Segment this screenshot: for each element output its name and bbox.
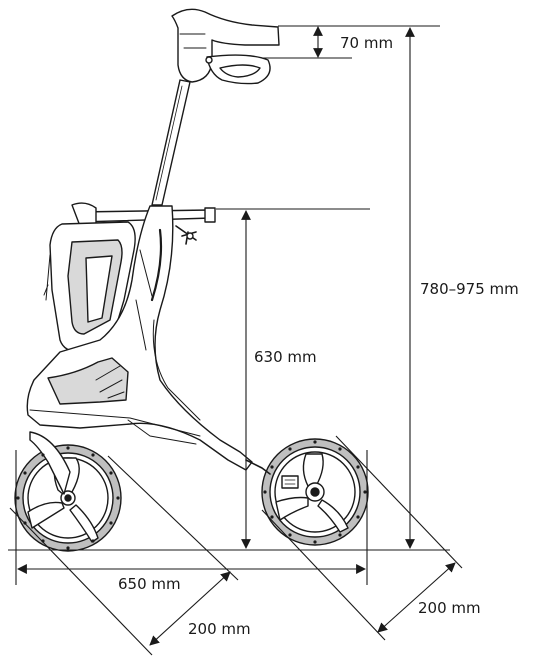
dim-line-rear-wheel <box>149 571 231 646</box>
label-front-wheel-diameter: 200 mm <box>418 599 481 617</box>
label-seat-height: 630 mm <box>254 348 317 366</box>
label-total-height: 780–975 mm <box>420 280 519 298</box>
handle-grip <box>171 8 280 83</box>
side-frame-loop <box>43 221 136 353</box>
dim-line-front-wheel <box>377 562 456 633</box>
label-handle-adjust: 70 mm <box>340 34 394 52</box>
main-frame <box>26 205 253 471</box>
rollator-illustration <box>14 8 369 552</box>
ext-rear-wheel-b <box>9 507 153 656</box>
label-wheelbase: 650 mm <box>118 575 181 593</box>
push-tube <box>151 79 191 206</box>
ext-front-wheel-a <box>335 435 463 569</box>
brake-lever <box>205 54 271 85</box>
rear-wheel <box>14 431 122 552</box>
front-wheel <box>245 438 369 546</box>
ext-front-wheel-b <box>261 509 386 641</box>
seat-bar <box>71 202 216 245</box>
label-rear-wheel-diameter: 200 mm <box>188 620 251 638</box>
dimension-lines <box>8 25 463 656</box>
ext-rear-wheel-a <box>107 455 239 581</box>
